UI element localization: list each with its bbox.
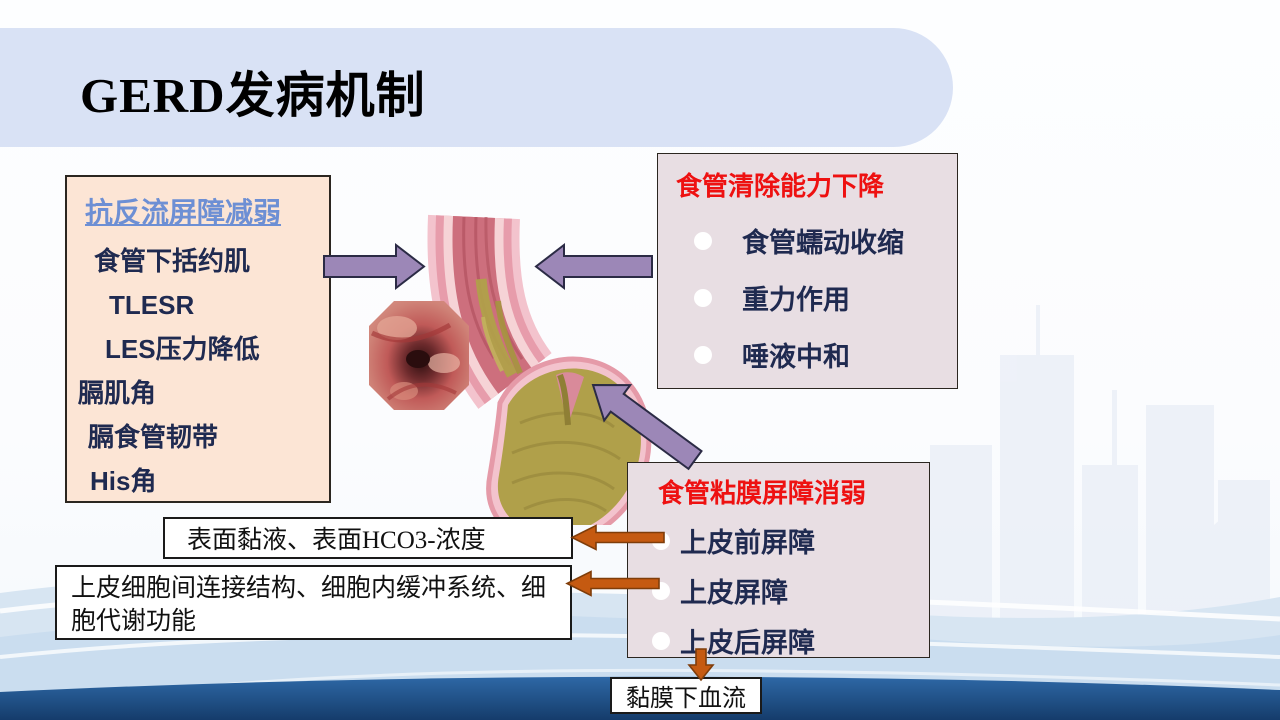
mucosa-item: 上皮屏障 <box>680 578 788 608</box>
clearance-item: 重力作用 <box>742 285 850 315</box>
antireflux-box-title: 抗反流屏障减弱 <box>85 197 282 228</box>
list-item: 上皮后屏障 <box>642 621 921 660</box>
clearance-box-title: 食管清除能力下降 <box>676 171 885 201</box>
orange-arrow-down-icon <box>687 648 715 682</box>
arrow-up-left-icon <box>591 383 703 471</box>
arrow-right-icon <box>323 243 426 290</box>
cell-junction-text: 上皮细胞间连接结构、细胞内缓冲系统、细胞代谢功能 <box>71 575 547 635</box>
clearance-item: 食管蠕动收缩 <box>742 228 904 258</box>
bullet-icon <box>694 288 712 307</box>
surface-mucus-text: 表面黏液、表面HCO3-浓度 <box>187 527 486 554</box>
bullet-icon <box>694 231 712 250</box>
mucosa-barrier-box: 食管粘膜屏障消弱 上皮前屏障 上皮屏障 上皮后屏障 <box>627 462 930 658</box>
submucosal-bloodflow-note: 黏膜下血流 <box>610 677 762 714</box>
list-item: 上皮前屏障 <box>642 521 921 560</box>
clearance-item: 唾液中和 <box>742 342 850 372</box>
antireflux-item: LES压力降低 <box>105 334 260 364</box>
orange-arrow-left-icon <box>565 570 660 597</box>
title-english: GERD <box>80 68 226 123</box>
clearance-box: 食管清除能力下降 食管蠕动收缩 重力作用 唾液中和 <box>657 153 958 389</box>
antireflux-item: 膈食管韧带 <box>88 422 219 452</box>
title-band <box>0 28 953 147</box>
bullet-icon <box>694 345 712 364</box>
orange-arrow-left-icon <box>570 524 665 551</box>
arrow-left-icon <box>534 243 653 290</box>
esophagus-stomach-illustration <box>369 214 652 525</box>
mucosa-item: 上皮前屏障 <box>680 528 815 558</box>
list-item: 上皮屏障 <box>642 571 921 610</box>
antireflux-item: TLESR <box>109 290 195 320</box>
title-chinese: 发病机制 <box>225 69 426 123</box>
submucosal-bloodflow-text: 黏膜下血流 <box>626 686 746 712</box>
antireflux-barrier-box: 抗反流屏障减弱 食管下括约肌 TLESR LES压力降低 膈肌角 膈食管韧带 H… <box>65 175 331 503</box>
list-item: 唾液中和 <box>672 335 949 374</box>
antireflux-item: 食管下括约肌 <box>94 246 251 276</box>
list-item: 重力作用 <box>672 278 949 317</box>
cell-junction-note: 上皮细胞间连接结构、细胞内缓冲系统、细胞代谢功能 <box>55 565 572 640</box>
surface-mucus-note: 表面黏液、表面HCO3-浓度 <box>163 517 573 559</box>
antireflux-item: His角 <box>90 466 157 496</box>
antireflux-item: 膈肌角 <box>78 378 157 408</box>
page-title: GERD发病机制 <box>80 56 426 127</box>
list-item: 食管蠕动收缩 <box>672 221 949 260</box>
mucosa-box-title: 食管粘膜屏障消弱 <box>658 478 867 508</box>
bullet-icon <box>652 631 670 650</box>
